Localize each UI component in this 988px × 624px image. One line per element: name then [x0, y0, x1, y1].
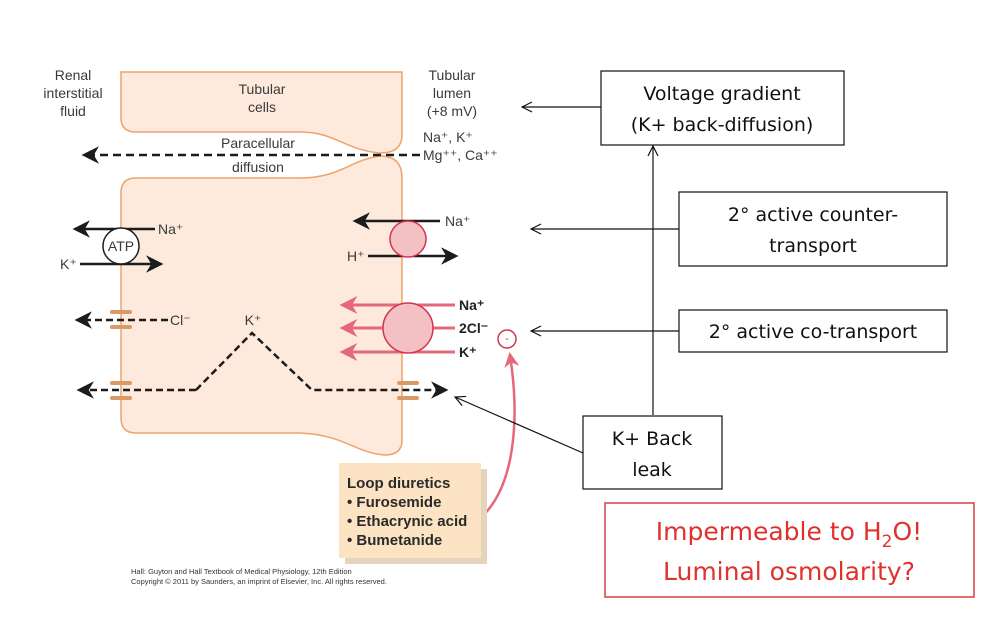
tubular-lumen-label: Tubular lumen (+8 mV): [427, 67, 477, 119]
svg-text:Tubular: Tubular: [429, 67, 476, 83]
backleak-arrow: [455, 397, 584, 454]
nkcc2-cotransporter: [382, 302, 434, 354]
svg-text:Tubular: Tubular: [239, 81, 286, 97]
exchanger-h-label: H⁺: [347, 248, 365, 264]
warning-line-2: Luminal osmolarity?: [663, 557, 915, 586]
nkcc-cl-label: 2Cl⁻: [459, 320, 488, 336]
basolateral-cl-label: Cl⁻: [170, 312, 191, 328]
backleak-line-2: leak: [632, 459, 672, 481]
nkcc-k-label: K⁺: [459, 344, 477, 360]
warning-line-1: Impermeable to H2O!: [656, 517, 922, 552]
basolateral-k-label: K⁺: [60, 256, 77, 272]
exchanger-na-label: Na⁺: [445, 213, 470, 229]
co-transport-label: 2° active co-transport: [709, 321, 918, 343]
interstitial-label: Renal interstitial fluid: [43, 67, 102, 119]
k-recycle-label: K⁺: [245, 312, 262, 328]
atp-label: ATP: [108, 238, 134, 254]
svg-text:interstitial: interstitial: [43, 85, 102, 101]
voltage-gradient-box: [600, 70, 845, 146]
drug-title: Loop diuretics: [347, 475, 450, 492]
co-transport-box: [678, 309, 948, 353]
drug-item: • Bumetanide: [347, 532, 442, 549]
upper-tubular-cell: [120, 71, 403, 154]
counter-transport-box: [678, 191, 948, 267]
apical-k-leak-arrow: [195, 331, 449, 399]
voltage-line-1: Voltage gradient: [643, 83, 800, 105]
drug-item: • Ethacrynic acid: [347, 513, 467, 530]
diffusion-label: diffusion: [232, 159, 284, 175]
svg-text:(+8 mV): (+8 mV): [427, 103, 477, 119]
svg-text:cells: cells: [248, 99, 276, 115]
basolateral-na-label: Na⁺: [158, 221, 183, 237]
lower-tubular-cell: [120, 155, 403, 456]
loop-diuretics-box: Loop diuretics • Furosemide • Ethacrynic…: [339, 463, 487, 564]
credit-line-1: Hall: Guyton and Hall Textbook of Medica…: [131, 567, 352, 576]
tubular-cells-label: Tubular cells: [239, 81, 286, 115]
backleak-line-1: K+ Back: [612, 428, 693, 450]
paracellular-ions-1: Na⁺, K⁺: [423, 129, 473, 145]
counter-line-1: 2° active counter-: [728, 204, 898, 226]
voltage-line-2: (K+ back-diffusion): [631, 114, 814, 136]
svg-text:fluid: fluid: [60, 103, 86, 119]
svg-text:lumen: lumen: [433, 85, 471, 101]
basolateral-k-channel: [110, 381, 132, 400]
drug-item: • Furosemide: [347, 494, 441, 511]
na-h-exchanger: [389, 220, 427, 258]
inhibition-symbol: -: [505, 333, 509, 345]
nkcc-na-label: Na⁺: [459, 297, 484, 313]
paracellular-ions-2: Mg⁺⁺, Ca⁺⁺: [423, 147, 498, 163]
paracellular-label: Paracellular: [221, 135, 295, 151]
inhibition-icon: [497, 329, 517, 349]
na-k-atpase-pump: [102, 227, 140, 265]
credit-line-2: Copyright © 2011 by Saunders, an imprint…: [131, 577, 387, 586]
apical-k-channel: [397, 381, 419, 400]
svg-text:Renal: Renal: [55, 67, 92, 83]
impermeable-warning-box: [604, 502, 975, 598]
drug-inhibition-arrow: [477, 352, 520, 521]
counter-line-2: transport: [769, 235, 857, 257]
cl-channel: [110, 310, 132, 329]
k-back-leak-box: [582, 415, 723, 490]
